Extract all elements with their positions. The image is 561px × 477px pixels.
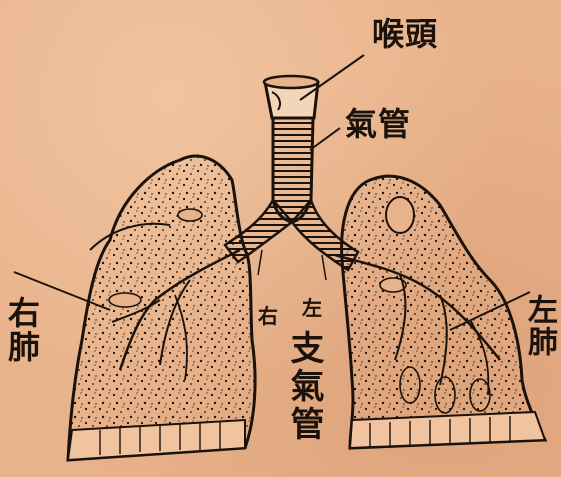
label-bronchi: 支氣管: [287, 330, 321, 444]
left-lung: [335, 176, 545, 448]
label-left: 左: [302, 298, 322, 318]
label-right: 右: [258, 306, 278, 326]
label-larynx: 喉頭: [372, 18, 438, 50]
label-left-lung: 左肺: [524, 294, 554, 358]
label-trachea: 氣管: [345, 108, 411, 140]
trachea-leader: [310, 128, 340, 150]
larynx: [264, 76, 318, 118]
label-right-lung: 右肺: [6, 296, 38, 364]
right-lung: [68, 156, 255, 460]
